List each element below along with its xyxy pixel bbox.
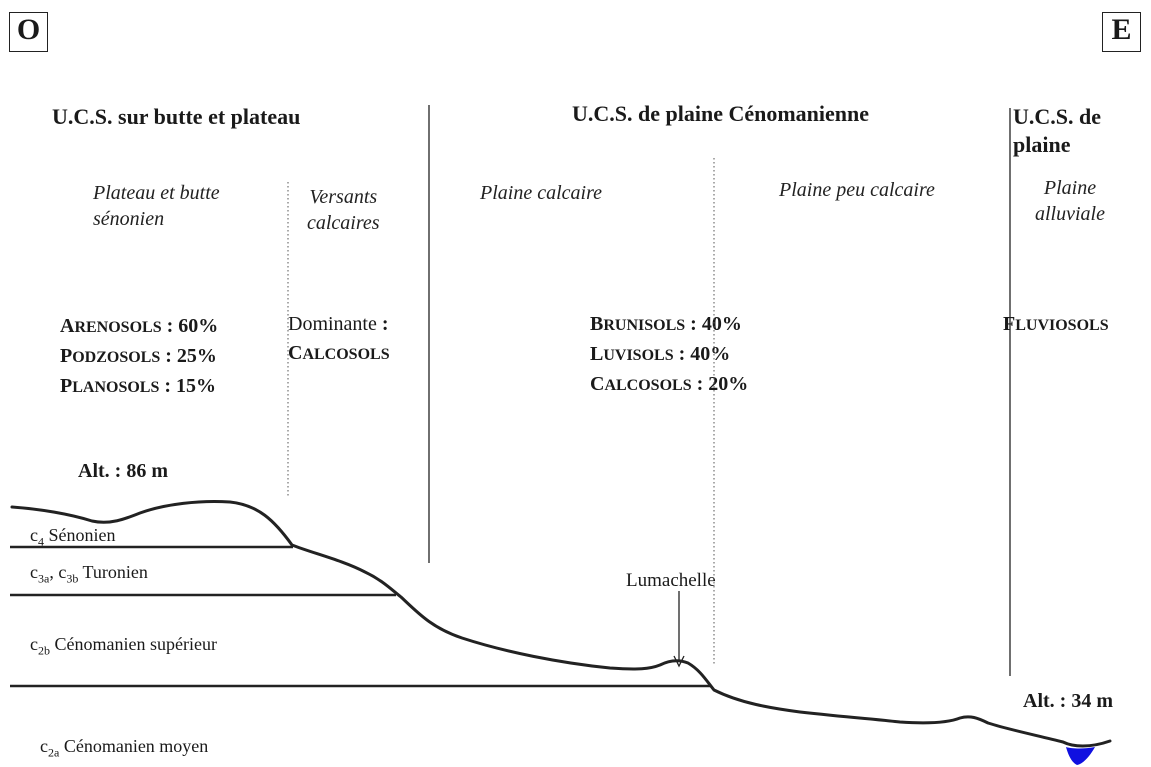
header-plaine: U.C.S. de plaine bbox=[1013, 103, 1101, 159]
soil-row: LUVISOLS : 40% bbox=[590, 343, 731, 365]
soil-versants-label: Dominante : bbox=[288, 313, 389, 335]
zone-versants-line2: calcaires bbox=[307, 212, 380, 234]
annotation-lumachelle: Lumachelle bbox=[626, 570, 716, 591]
soil-list-butte: ARENOSOLS : 60% PODZOSOLS : 25% PLANOSOL… bbox=[60, 312, 218, 402]
soil-row: CALCOSOLS : 20% bbox=[590, 373, 749, 395]
east-label: E bbox=[1102, 12, 1141, 52]
zone-alluviale-line1: Plaine bbox=[1043, 177, 1097, 199]
soil-row: PODZOSOLS : 25% bbox=[60, 345, 217, 367]
header-plaine-line2: plaine bbox=[1013, 132, 1071, 157]
layer-c3: c3a, c3b Turonien bbox=[30, 562, 148, 586]
zone-versants: Versants calcaires bbox=[307, 184, 380, 236]
zone-plateau-line2: sénonien bbox=[93, 208, 165, 230]
west-label: O bbox=[9, 12, 48, 52]
zone-alluviale-line2: alluviale bbox=[1035, 203, 1105, 225]
altitude-low: Alt. : 34 m bbox=[1023, 690, 1113, 712]
header-butte: U.C.S. sur butte et plateau bbox=[52, 104, 301, 129]
layer-c2a: c2a Cénomanien moyen bbox=[40, 736, 209, 760]
soil-row: PLANOSOLS : 15% bbox=[60, 375, 217, 397]
soil-row: BRUNISOLS : 40% bbox=[590, 313, 742, 335]
zone-calcaire: Plaine calcaire bbox=[480, 182, 602, 204]
soil-alluvial: FLUVIOSOLS bbox=[1003, 313, 1109, 335]
zone-plateau: Plateau et butte sénonien bbox=[93, 180, 220, 232]
soil-versants-value: CALCOSOLS bbox=[288, 342, 390, 364]
soil-list-plaine: BRUNISOLS : 40% LUVISOLS : 40% CALCOSOLS… bbox=[590, 310, 748, 400]
header-plaine-line1: U.C.S. de bbox=[1013, 104, 1102, 129]
zone-plateau-line1: Plateau et butte bbox=[93, 182, 220, 204]
lumachelle-arrow-head bbox=[673, 655, 685, 668]
soil-row: ARENOSOLS : 60% bbox=[60, 315, 219, 337]
terrain-profile bbox=[10, 500, 1112, 748]
river-water bbox=[1066, 747, 1095, 765]
zone-peu-calcaire: Plaine peu calcaire bbox=[779, 179, 935, 201]
header-cenomanian: U.C.S. de plaine Cénomanienne bbox=[572, 101, 870, 126]
altitude-high: Alt. : 86 m bbox=[78, 460, 168, 482]
zone-versants-line1: Versants bbox=[309, 186, 378, 208]
layer-c4: c4 Sénonien bbox=[30, 525, 116, 549]
soil-versants: Dominante : CALCOSOLS bbox=[288, 310, 390, 369]
layer-c2b: c2b Cénomanien supérieur bbox=[30, 634, 217, 658]
zone-alluviale: Plaine alluviale bbox=[1035, 175, 1105, 227]
